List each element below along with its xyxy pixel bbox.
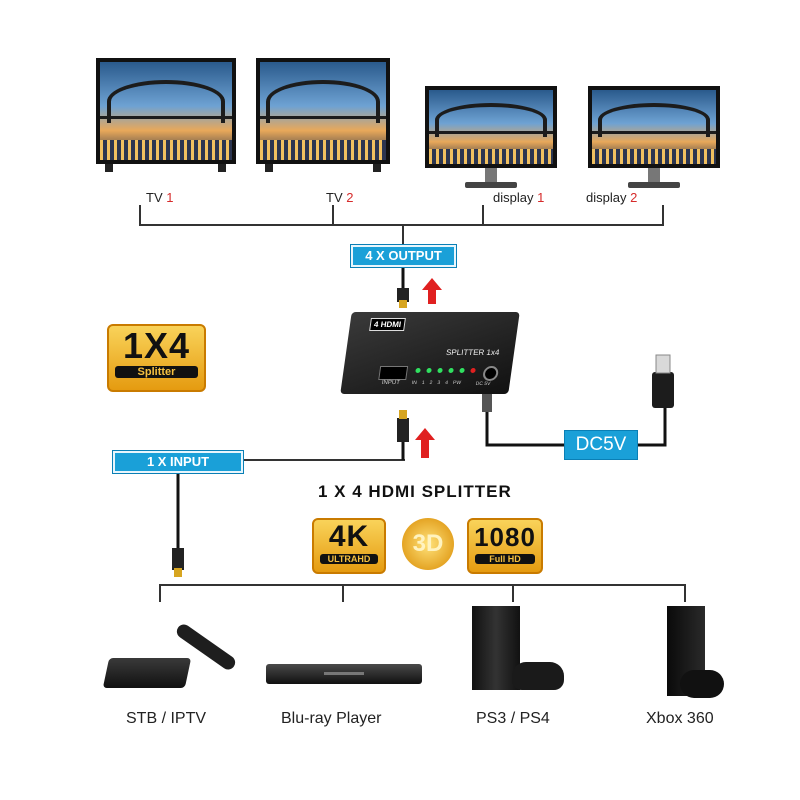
source-label-stb: STB / IPTV bbox=[126, 710, 207, 727]
led-labels: IN 1 2 3 4 PW bbox=[411, 380, 461, 386]
led-2 bbox=[437, 368, 443, 373]
led-3 bbox=[448, 368, 454, 373]
tv-1-foot-right bbox=[218, 164, 226, 172]
led-label-pw: PW bbox=[452, 380, 462, 386]
output-label-display-1: display 1 bbox=[493, 190, 545, 205]
4k-text: 4K bbox=[328, 520, 370, 553]
display-1-base bbox=[465, 182, 517, 188]
3d-badge: 3D bbox=[402, 518, 454, 570]
led-1 bbox=[426, 368, 432, 373]
led-4 bbox=[459, 368, 465, 373]
diagram-title: 1 X 4 HDMI SPLITTER bbox=[318, 482, 512, 501]
ps4-controller-icon bbox=[512, 662, 564, 690]
led-in bbox=[415, 368, 421, 373]
source-label-ps: PS3 / PS4 bbox=[476, 710, 550, 727]
4k-badge: 4K ULTRAHD bbox=[312, 518, 386, 574]
hdmi-plug-output bbox=[397, 288, 409, 308]
splitter-logo: 4 HDMI bbox=[369, 318, 407, 331]
display-1-stand bbox=[485, 168, 497, 182]
output-label-tv-2: TV 2 bbox=[326, 190, 354, 205]
led-label-4: 4 bbox=[444, 380, 449, 386]
hdmi-plug-source bbox=[172, 548, 184, 577]
display-1-screen bbox=[425, 86, 557, 168]
display-2-base bbox=[628, 182, 680, 188]
output-bus-line bbox=[139, 205, 664, 226]
power-box: DC5V bbox=[564, 430, 638, 460]
led-label-in: IN bbox=[411, 380, 418, 386]
bluray-player-icon bbox=[266, 664, 422, 684]
hdmi-plug-input bbox=[397, 410, 409, 442]
power-port-label: DC 5V bbox=[475, 381, 491, 387]
usb-plug bbox=[652, 354, 674, 408]
splitter-1x4-badge: 1X4 Splitter bbox=[107, 324, 206, 392]
1080-badge: 1080 Full HD bbox=[467, 518, 543, 574]
led-row bbox=[415, 368, 476, 373]
source-label-xbox: Xbox 360 bbox=[646, 710, 714, 727]
hdmi-input-port bbox=[378, 366, 409, 380]
splitter-device: 4 HDMI SPLITTER 1x4 INPUT IN 1 2 3 4 PW … bbox=[340, 312, 520, 394]
source-label-bluray: Blu-ray Player bbox=[281, 710, 382, 727]
splitter-model-text: SPLITTER 1x4 bbox=[445, 348, 501, 357]
input-port-label: INPUT bbox=[381, 380, 401, 386]
tv-1-foot bbox=[105, 164, 113, 172]
output-label-display-2: display 2 bbox=[586, 190, 638, 205]
dc-power-port bbox=[482, 366, 500, 381]
input-box: 1 X INPUT bbox=[112, 450, 244, 474]
1080-text: 1080 bbox=[474, 522, 536, 552]
output-label-tv-1: TV 1 bbox=[146, 190, 174, 205]
red-arrows bbox=[415, 278, 442, 458]
display-2-stand bbox=[648, 168, 660, 182]
badge-splitter-text: Splitter bbox=[115, 366, 198, 378]
tv-2-foot-right bbox=[373, 164, 381, 172]
led-label-3: 3 bbox=[436, 380, 441, 386]
xbox-controller-icon bbox=[680, 670, 724, 698]
dc-plug bbox=[482, 392, 492, 412]
output-box: 4 X OUTPUT bbox=[350, 244, 457, 268]
stb-box-icon bbox=[102, 658, 192, 688]
tv-2-screen bbox=[256, 58, 390, 164]
led-label-1: 1 bbox=[421, 380, 425, 386]
badge-1x4-text: 1X4 bbox=[122, 325, 191, 366]
led-pw bbox=[470, 368, 476, 373]
display-2-screen bbox=[588, 86, 720, 168]
tv-2-foot bbox=[265, 164, 273, 172]
ultrahd-text: ULTRAHD bbox=[320, 554, 378, 564]
input-bus-line bbox=[159, 584, 686, 602]
full-hd-text: Full HD bbox=[475, 554, 535, 564]
led-label-2: 2 bbox=[429, 380, 433, 386]
tv-1-screen bbox=[96, 58, 236, 164]
